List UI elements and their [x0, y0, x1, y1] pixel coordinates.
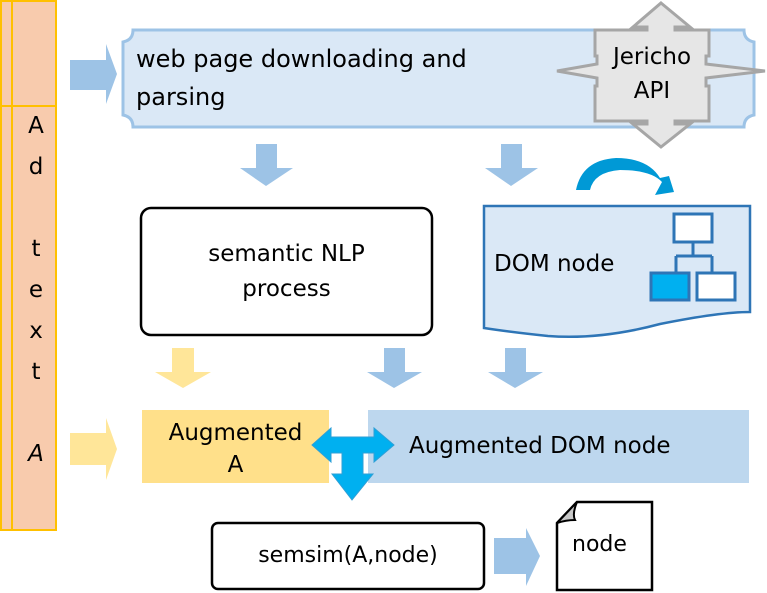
augmented-dom-label: Augmented DOM node [409, 433, 671, 459]
web-page-line2: parsing [136, 83, 226, 111]
arrow-down-to-nlp [240, 144, 293, 186]
arrow-down-to-dom [485, 144, 538, 186]
semantic-nlp-box [139, 206, 434, 337]
augmented-dom-box [368, 410, 749, 483]
ad-text-letter: d [28, 154, 44, 180]
web-page-label: web page downloading and parsing [136, 40, 467, 116]
semsim-box [210, 521, 486, 591]
augmented-a-label: Augmented A [142, 417, 329, 481]
three-way-arrow-icon [311, 426, 395, 501]
input-arrow-ad-text [70, 418, 117, 480]
ad-text-letter: t [31, 236, 41, 262]
augmented-a-box [142, 410, 329, 483]
jericho-api-shape [556, 1, 766, 149]
arrow-down-dom-to-augmented-dom [488, 348, 543, 388]
ad-text-letter: e [28, 277, 44, 303]
ad-text-letter: A [28, 113, 44, 139]
web-page-line1: web page downloading and [136, 45, 467, 73]
jericho-api-label: Jericho API [596, 40, 708, 108]
semsim-label: semsim(A,node) [258, 543, 438, 568]
curved-arrow-icon [576, 158, 674, 195]
jericho-line2: API [633, 78, 671, 104]
ad-text-letter: A [28, 441, 44, 467]
dom-node-label: DOM node [494, 251, 615, 277]
augmented-a-line2: A [227, 452, 244, 478]
input-arrow-web [70, 44, 117, 104]
semantic-nlp-label: semantic NLP process [141, 237, 432, 307]
folded-corner [556, 501, 578, 524]
hierarchy-icon [649, 212, 737, 302]
output-node-label: node [572, 532, 627, 557]
arrow-down-nlp-to-augmented-dom [367, 348, 422, 388]
ad-text-panel [0, 0, 57, 531]
ad-text-letter: t [31, 359, 41, 385]
augmented-a-line1: Augmented [168, 420, 303, 446]
ad-text-letter: x [29, 318, 43, 344]
arrow-to-output-node [494, 528, 540, 586]
semantic-nlp-line1: semantic NLP [208, 241, 365, 267]
arrow-down-to-augmented-a [155, 348, 211, 388]
jericho-line1: Jericho [612, 44, 692, 70]
ad-panel-outer [0, 0, 57, 531]
semantic-nlp-line2: process [242, 276, 331, 302]
